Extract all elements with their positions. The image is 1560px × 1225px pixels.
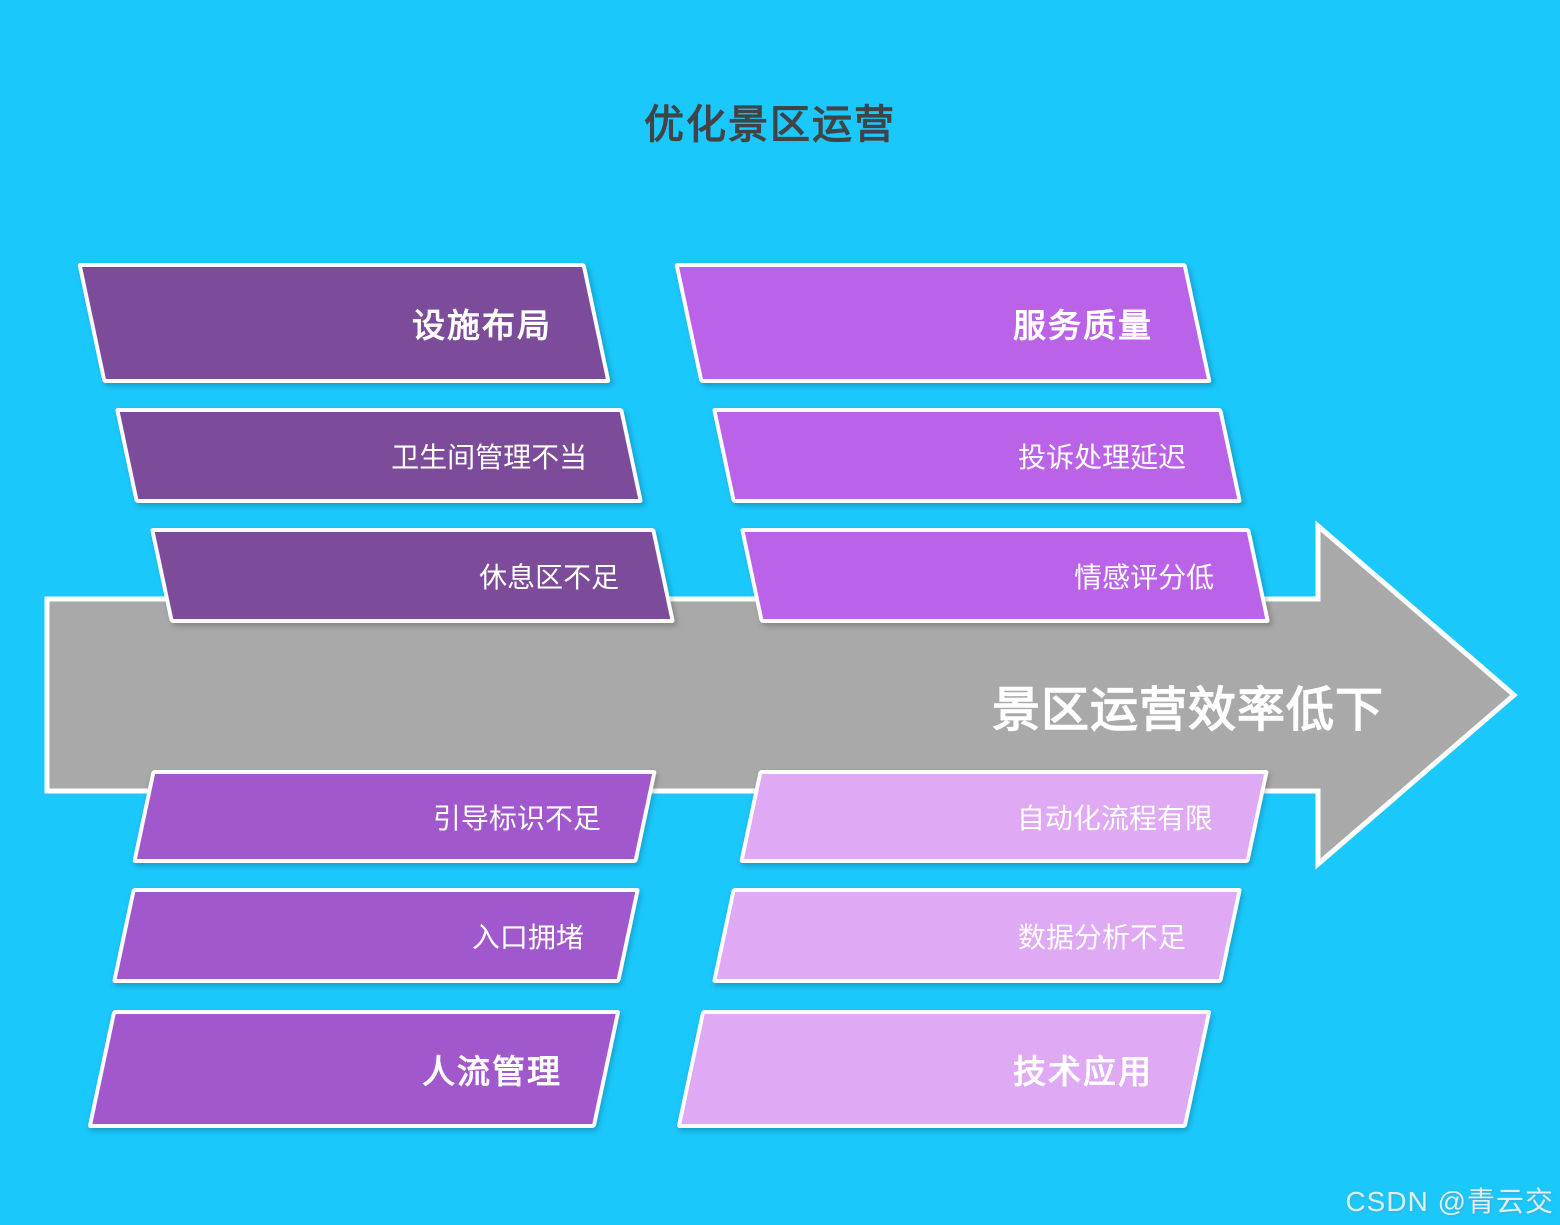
category-crowd-management: 人流管理 bbox=[87, 1010, 621, 1128]
category-facility-layout: 设施布局 bbox=[77, 263, 611, 383]
category-crowd-management-label: 人流管理 bbox=[422, 1053, 562, 1090]
effect-label: 景区运营效率低下 bbox=[991, 684, 1384, 737]
cause-insufficient-data-analysis: 数据分析不足 bbox=[711, 888, 1243, 983]
cause-entrance-congestion-label: 入口拥堵 bbox=[471, 921, 584, 953]
category-facility-layout-label: 设施布局 bbox=[412, 307, 552, 344]
watermark: CSDN @青云交 bbox=[1345, 1186, 1554, 1217]
diagram-title: 优化景区运营 bbox=[644, 103, 896, 147]
cause-limited-automation: 自动化流程有限 bbox=[739, 770, 1269, 863]
cause-restroom-management: 卫生间管理不当 bbox=[114, 408, 644, 503]
category-service-quality-label: 服务质量 bbox=[1013, 307, 1153, 344]
category-technology-application: 技术应用 bbox=[676, 1010, 1212, 1128]
category-technology-application-label: 技术应用 bbox=[1013, 1053, 1153, 1090]
cause-insufficient-signage: 引导标识不足 bbox=[132, 770, 657, 863]
cause-low-sentiment-score-label: 情感评分低 bbox=[1073, 561, 1214, 593]
cause-insufficient-data-analysis-label: 数据分析不足 bbox=[1017, 921, 1186, 953]
cause-rest-area-shortage: 休息区不足 bbox=[149, 528, 676, 623]
cause-restroom-management-label: 卫生间管理不当 bbox=[390, 441, 587, 473]
cause-limited-automation-label: 自动化流程有限 bbox=[1016, 802, 1213, 834]
cause-low-sentiment-score: 情感评分低 bbox=[739, 528, 1271, 623]
cause-entrance-congestion: 入口拥堵 bbox=[111, 888, 641, 983]
cause-rest-area-shortage-label: 休息区不足 bbox=[478, 561, 619, 593]
cause-complaint-handling-delay-label: 投诉处理延迟 bbox=[1017, 441, 1186, 473]
cause-insufficient-signage-label: 引导标识不足 bbox=[432, 802, 601, 834]
category-service-quality: 服务质量 bbox=[674, 263, 1212, 383]
cause-complaint-handling-delay: 投诉处理延迟 bbox=[711, 408, 1243, 503]
